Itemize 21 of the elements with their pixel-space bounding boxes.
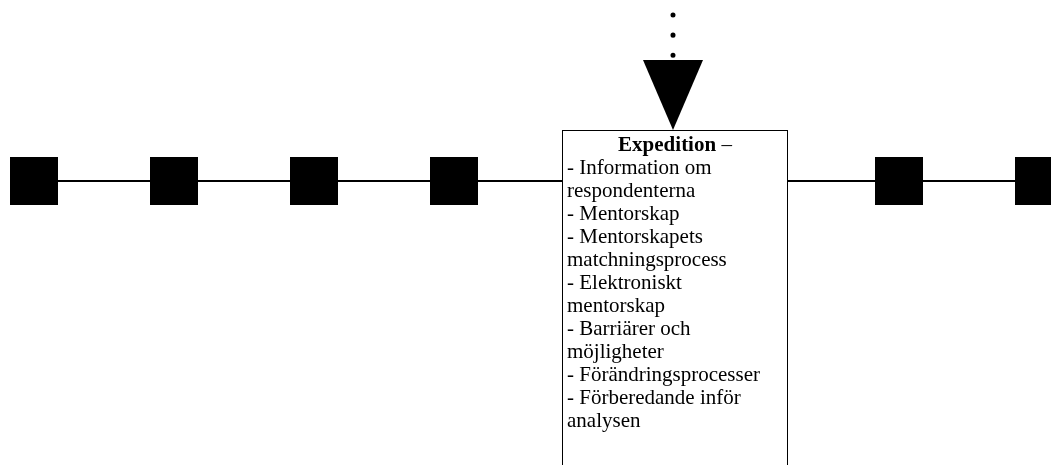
box-heading: Expedition – bbox=[617, 133, 733, 156]
list-item: - Förändringsprocesser bbox=[567, 363, 762, 386]
square-node bbox=[150, 157, 198, 205]
connector-line bbox=[57, 180, 151, 182]
list-item: - Förberedande inför analysen bbox=[567, 386, 741, 432]
square-node bbox=[875, 157, 923, 205]
square-node bbox=[430, 157, 478, 205]
text-box bbox=[562, 130, 788, 465]
list-item: - Barriärer och möjligheter bbox=[567, 317, 692, 363]
connector-line bbox=[477, 180, 563, 182]
list-item: - Elektroniskt mentorskap bbox=[567, 271, 682, 317]
square-node bbox=[10, 157, 58, 205]
connector-line bbox=[337, 180, 431, 182]
list-item: - Mentorskap bbox=[567, 202, 680, 225]
list-item: - Information om respondenterna bbox=[567, 156, 712, 202]
square-node bbox=[290, 157, 338, 205]
connector-line bbox=[197, 180, 291, 182]
list-item: - Mentorskapets matchningsprocess bbox=[567, 225, 728, 271]
square-node bbox=[1015, 157, 1051, 205]
connector-line bbox=[787, 180, 876, 182]
connector-line bbox=[922, 180, 1016, 182]
